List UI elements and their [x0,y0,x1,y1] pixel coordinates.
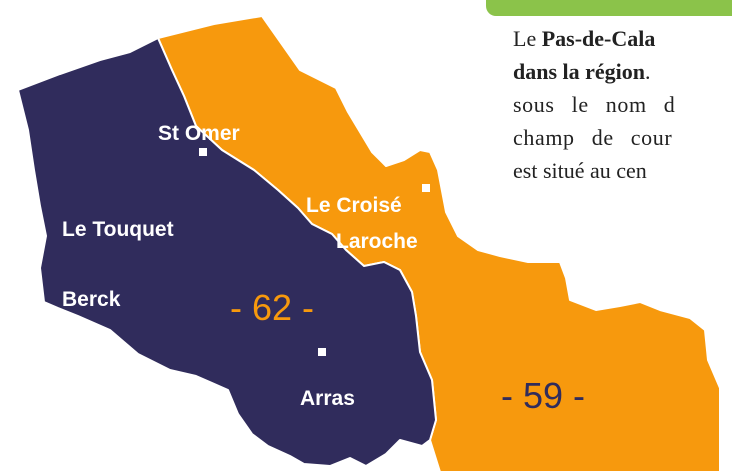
text-bold-fragment: Pas-de-Cala [541,26,656,51]
city-marker-le-touquet[interactable] [26,238,34,246]
city-label-st-omer: St Omer [158,122,240,145]
department-59-label: - 59 - [501,375,585,416]
department-62[interactable] [17,37,437,467]
city-label-laroche: Laroche [336,230,418,253]
city-marker-le-croise-laroche[interactable] [422,184,430,192]
city-label-le-touquet: Le Touquet [62,218,174,241]
city-label-le-croise: Le Croisé [306,194,402,217]
text-fragment: . [645,59,651,84]
description-text: Le Pas-de-Cala dans la région. sous le n… [486,22,732,187]
header-tab [486,0,732,16]
text-bold-fragment: dans la région [513,59,646,84]
text-line: Le Pas-de-Cala [513,22,732,55]
department-62-label: - 62 - [230,287,314,328]
text-line: dans la région. [513,55,732,88]
text-line: est situé au cen [513,158,647,183]
city-marker-st-omer[interactable] [199,148,207,156]
city-marker-berck[interactable] [16,288,24,296]
city-label-berck: Berck [62,288,121,311]
city-label-arras: Arras [300,387,355,410]
text-fragment: Le [513,26,542,51]
text-line: champ de cour [513,125,673,150]
city-marker-arras[interactable] [318,348,326,356]
text-line: sous le nom d [513,92,676,117]
